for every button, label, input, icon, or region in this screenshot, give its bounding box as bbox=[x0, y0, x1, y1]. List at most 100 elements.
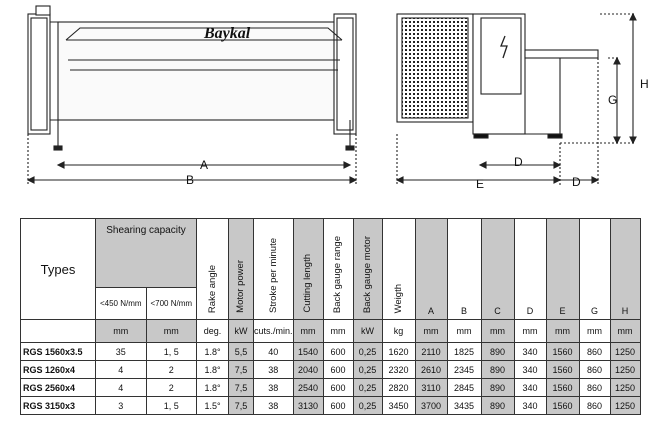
table-cell: 860 bbox=[578, 378, 611, 397]
col-d: D bbox=[513, 218, 547, 320]
table-cell: 7,5 bbox=[228, 360, 254, 379]
table-cell: 1.8° bbox=[196, 360, 229, 379]
table-cell: 1250 bbox=[609, 342, 641, 361]
table-cell: 1.8° bbox=[196, 378, 229, 397]
machine-drawings: Baykal A B H G D E D bbox=[26, 5, 649, 191]
table-cell: 1250 bbox=[609, 360, 641, 379]
table-cell: 890 bbox=[480, 360, 515, 379]
table-cell: 0,25 bbox=[352, 396, 383, 415]
table-cell: 1, 5 bbox=[145, 342, 197, 361]
side-view-drawing bbox=[395, 12, 637, 186]
table-cell: 2820 bbox=[381, 378, 416, 397]
table-cell: 38 bbox=[253, 360, 294, 379]
table-cell: 0,25 bbox=[352, 342, 383, 361]
capacity-sub-450: <450 N/mm bbox=[95, 286, 147, 321]
unit-cell: mm bbox=[609, 319, 641, 343]
table-cell: 3450 bbox=[381, 396, 416, 415]
table-cell: 340 bbox=[513, 342, 547, 361]
table-cell: 3 bbox=[95, 396, 147, 415]
unit-cell: mm bbox=[578, 319, 611, 343]
table-cell: 38 bbox=[253, 378, 294, 397]
dimension-label-d2: D bbox=[572, 175, 581, 189]
table-cell: 7,5 bbox=[228, 378, 254, 397]
unit-cell: mm bbox=[145, 319, 197, 343]
table-cell: 2610 bbox=[414, 360, 448, 379]
table-cell: 4 bbox=[95, 378, 147, 397]
dimension-label-a: A bbox=[200, 158, 208, 172]
col-rake-angle: Rake angle bbox=[196, 218, 229, 320]
table-cell: 2040 bbox=[292, 360, 324, 379]
table-cell: 1250 bbox=[609, 378, 641, 397]
table-cell: 860 bbox=[578, 342, 611, 361]
table-cell: 860 bbox=[578, 360, 611, 379]
unit-cell: mm bbox=[545, 319, 580, 343]
model-name: RGS 1260x4 bbox=[20, 360, 96, 379]
col-stroke-per-minute: Stroke per minute bbox=[253, 218, 294, 320]
table-cell: 890 bbox=[480, 342, 515, 361]
table-cell: 600 bbox=[322, 342, 354, 361]
model-name: RGS 1560x3.5 bbox=[20, 342, 96, 361]
table-cell: 2320 bbox=[381, 360, 416, 379]
col-weight: Weigth bbox=[381, 218, 416, 320]
table-cell: 40 bbox=[253, 342, 294, 361]
unit-cell: mm bbox=[480, 319, 515, 343]
table-cell: 1560 bbox=[545, 396, 580, 415]
unit-cell: kW bbox=[228, 319, 254, 343]
table-cell: 1825 bbox=[446, 342, 482, 361]
col-cutting-length: Cutting length bbox=[292, 218, 324, 320]
dimension-label-h: H bbox=[640, 77, 649, 91]
shearing-capacity-header: Shearing capacity bbox=[95, 218, 197, 288]
table-cell: 7,5 bbox=[228, 396, 254, 415]
table-cell: 1560 bbox=[545, 378, 580, 397]
table-cell: 860 bbox=[578, 396, 611, 415]
col-g: G bbox=[578, 218, 611, 320]
table-cell: 2345 bbox=[446, 360, 482, 379]
model-name: RGS 3150x3 bbox=[20, 396, 96, 415]
col-c: C bbox=[480, 218, 515, 320]
specifications-table: Types Shearing capacity Rake angle Motor… bbox=[20, 218, 641, 415]
unit-cell: mm bbox=[322, 319, 354, 343]
table-cell: 600 bbox=[322, 360, 354, 379]
table-cell: 340 bbox=[513, 378, 547, 397]
table-cell: 3700 bbox=[414, 396, 448, 415]
unit-cell: mm bbox=[95, 319, 147, 343]
col-back-gauge-range: Back gauge range bbox=[322, 218, 354, 320]
table-cell: 1.5° bbox=[196, 396, 229, 415]
capacity-sub-700: <700 N/mm bbox=[145, 286, 197, 321]
table-cell: 3435 bbox=[446, 396, 482, 415]
table-cell: 1250 bbox=[609, 396, 641, 415]
unit-cell: mm bbox=[513, 319, 547, 343]
table-cell: 2 bbox=[145, 360, 197, 379]
table-cell: 1540 bbox=[292, 342, 324, 361]
table-cell: 600 bbox=[322, 378, 354, 397]
table-cell: 2 bbox=[145, 378, 197, 397]
table-cell: 890 bbox=[480, 378, 515, 397]
col-motor-power: Motor power bbox=[228, 218, 254, 320]
table-cell: 0,25 bbox=[352, 360, 383, 379]
unit-cell: mm bbox=[414, 319, 448, 343]
table-cell: 2540 bbox=[292, 378, 324, 397]
units-row: mm mm deg. kW cuts./min. mm mm kW kg mm … bbox=[20, 319, 641, 343]
unit-cell: mm bbox=[446, 319, 482, 343]
table-cell: 1.8° bbox=[196, 342, 229, 361]
unit-cell: mm bbox=[292, 319, 324, 343]
table-cell: 3130 bbox=[292, 396, 324, 415]
dimension-label-e: E bbox=[476, 177, 484, 191]
unit-cell: cuts./min. bbox=[253, 319, 294, 343]
types-header: Types bbox=[20, 218, 96, 320]
table-cell: 2110 bbox=[414, 342, 448, 361]
col-a: A bbox=[414, 218, 448, 320]
front-view-drawing bbox=[26, 5, 358, 186]
table-cell: 3110 bbox=[414, 378, 448, 397]
dimension-label-g: G bbox=[608, 93, 617, 107]
dimension-label-d: D bbox=[514, 155, 523, 169]
table-cell: 340 bbox=[513, 396, 547, 415]
table-cell: 600 bbox=[322, 396, 354, 415]
col-h: H bbox=[609, 218, 641, 320]
table-cell: 4 bbox=[95, 360, 147, 379]
col-b: B bbox=[446, 218, 482, 320]
